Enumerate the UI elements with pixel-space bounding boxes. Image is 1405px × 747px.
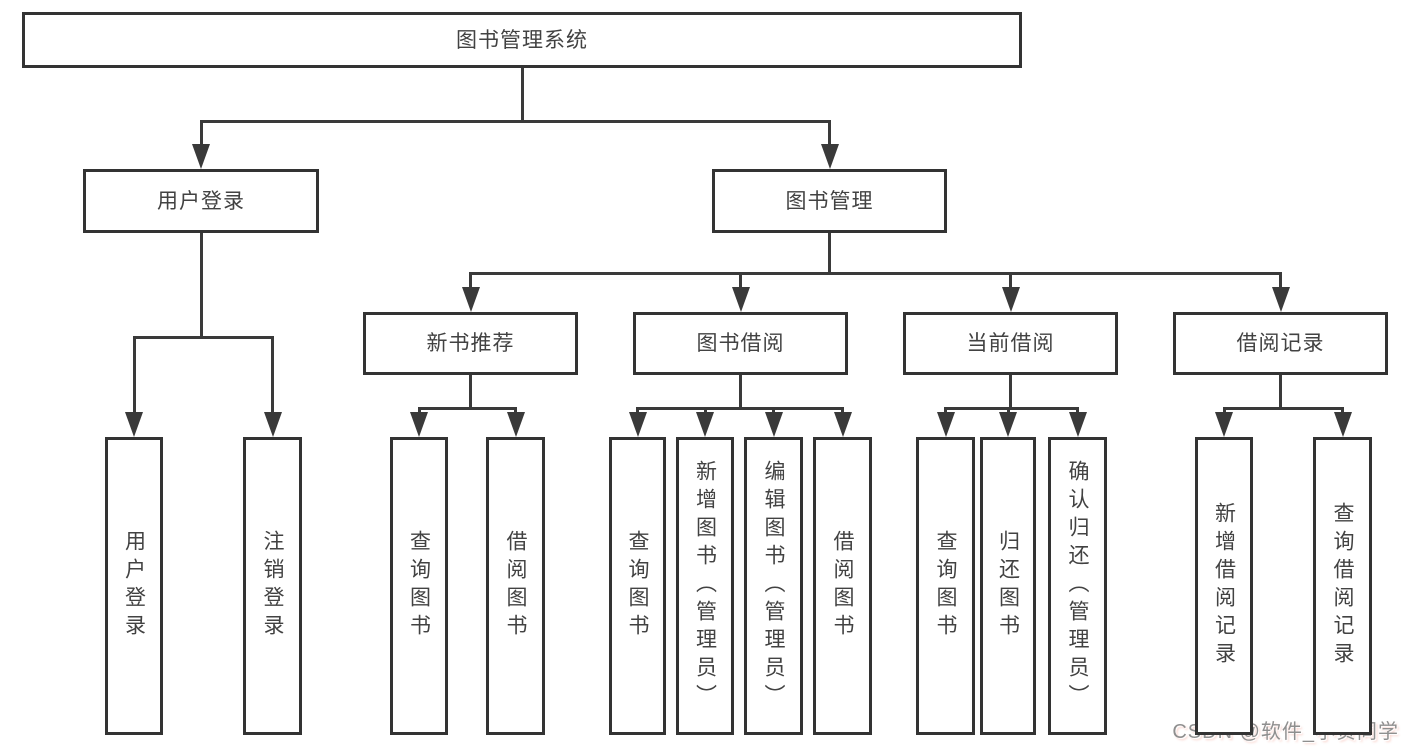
connector-bar-mgmt — [469, 272, 1282, 275]
arrowhead-icon — [125, 412, 143, 437]
connector-drop-l2 — [271, 336, 274, 414]
connector-drop-mgmt — [828, 120, 831, 146]
connector-bar-current — [944, 407, 1079, 410]
connector-drop-l10 — [1006, 407, 1010, 414]
arrowhead-icon — [731, 287, 750, 312]
diagram-node-l6: 新增图书（管理员） — [676, 437, 734, 735]
arrowhead-icon — [1333, 412, 1352, 437]
arrowhead-icon — [263, 412, 282, 437]
diagram-node-mgmt: 图书管理 — [712, 169, 947, 233]
arrowhead-icon — [410, 412, 428, 437]
diagram-node-l8: 借阅图书 — [813, 437, 872, 735]
arrowhead-icon — [1215, 412, 1233, 437]
arrowhead-icon — [1068, 412, 1087, 437]
connector-stem-current — [1009, 375, 1012, 410]
connector-drop-l13 — [1341, 407, 1344, 414]
connector-stem-records — [1279, 375, 1282, 410]
connector-drop-l3 — [417, 407, 421, 414]
connector-drop-l4 — [514, 407, 517, 414]
connector-drop-l7 — [772, 407, 775, 414]
diagram-node-l11: 确认归还（管理员） — [1048, 437, 1107, 735]
arrowhead-icon — [628, 412, 647, 437]
connector-drop-l8 — [841, 407, 844, 414]
connector-drop-l9 — [944, 407, 947, 414]
arrowhead-icon — [999, 412, 1017, 437]
arrowhead-icon — [192, 144, 210, 169]
connector-drop-login — [199, 120, 203, 146]
connector-drop-newbook — [469, 272, 472, 289]
connector-stem-newbook — [469, 375, 472, 410]
connector-bar-records — [1222, 407, 1344, 410]
diagram-node-l2: 注销登录 — [243, 437, 302, 735]
connector-drop-borrow — [739, 272, 742, 289]
connector-drop-l1 — [132, 336, 136, 414]
diagram-node-l4: 借阅图书 — [486, 437, 545, 735]
diagram-node-l7: 编辑图书（管理员） — [744, 437, 803, 735]
diagram-node-borrow: 图书借阅 — [633, 312, 848, 375]
connector-bar-root — [199, 120, 831, 123]
arrowhead-icon — [936, 412, 955, 437]
connector-bar-borrow — [636, 407, 844, 410]
arrowhead-icon — [1271, 287, 1290, 312]
connector-drop-current — [1009, 272, 1012, 289]
diagram-node-l12: 新增借阅记录 — [1195, 437, 1253, 735]
diagram-node-l5: 查询图书 — [609, 437, 666, 735]
connector-drop-records — [1279, 272, 1282, 289]
connector-drop-l6 — [703, 407, 707, 414]
diagram-node-current: 当前借阅 — [903, 312, 1118, 375]
connector-stem-mgmt — [828, 233, 831, 275]
connector-stem-borrow — [739, 375, 742, 410]
connector-stem-login — [199, 233, 203, 339]
connector-bar-login — [132, 336, 274, 339]
connector-drop-l12 — [1222, 407, 1226, 414]
diagram-node-newbook: 新书推荐 — [363, 312, 578, 375]
connector-bar-newbook — [417, 407, 517, 410]
arrowhead-icon — [833, 412, 852, 437]
connector-drop-l5 — [636, 407, 639, 414]
connector-drop-l11 — [1076, 407, 1079, 414]
arrowhead-icon — [506, 412, 525, 437]
arrowhead-icon — [1001, 287, 1020, 312]
diagram-node-l10: 归还图书 — [980, 437, 1036, 735]
diagram-node-root: 图书管理系统 — [22, 12, 1022, 68]
arrowhead-icon — [696, 412, 714, 437]
arrowhead-icon — [461, 287, 480, 312]
diagram-node-login: 用户登录 — [83, 169, 319, 233]
diagram-node-l3: 查询图书 — [390, 437, 448, 735]
arrowhead-icon — [764, 412, 783, 437]
connector-stem-root — [520, 68, 524, 123]
arrowhead-icon — [820, 144, 839, 169]
diagram-node-records: 借阅记录 — [1173, 312, 1388, 375]
diagram-node-l1: 用户登录 — [105, 437, 163, 735]
diagram-node-l13: 查询借阅记录 — [1313, 437, 1372, 735]
diagram-node-l9: 查询图书 — [916, 437, 975, 735]
